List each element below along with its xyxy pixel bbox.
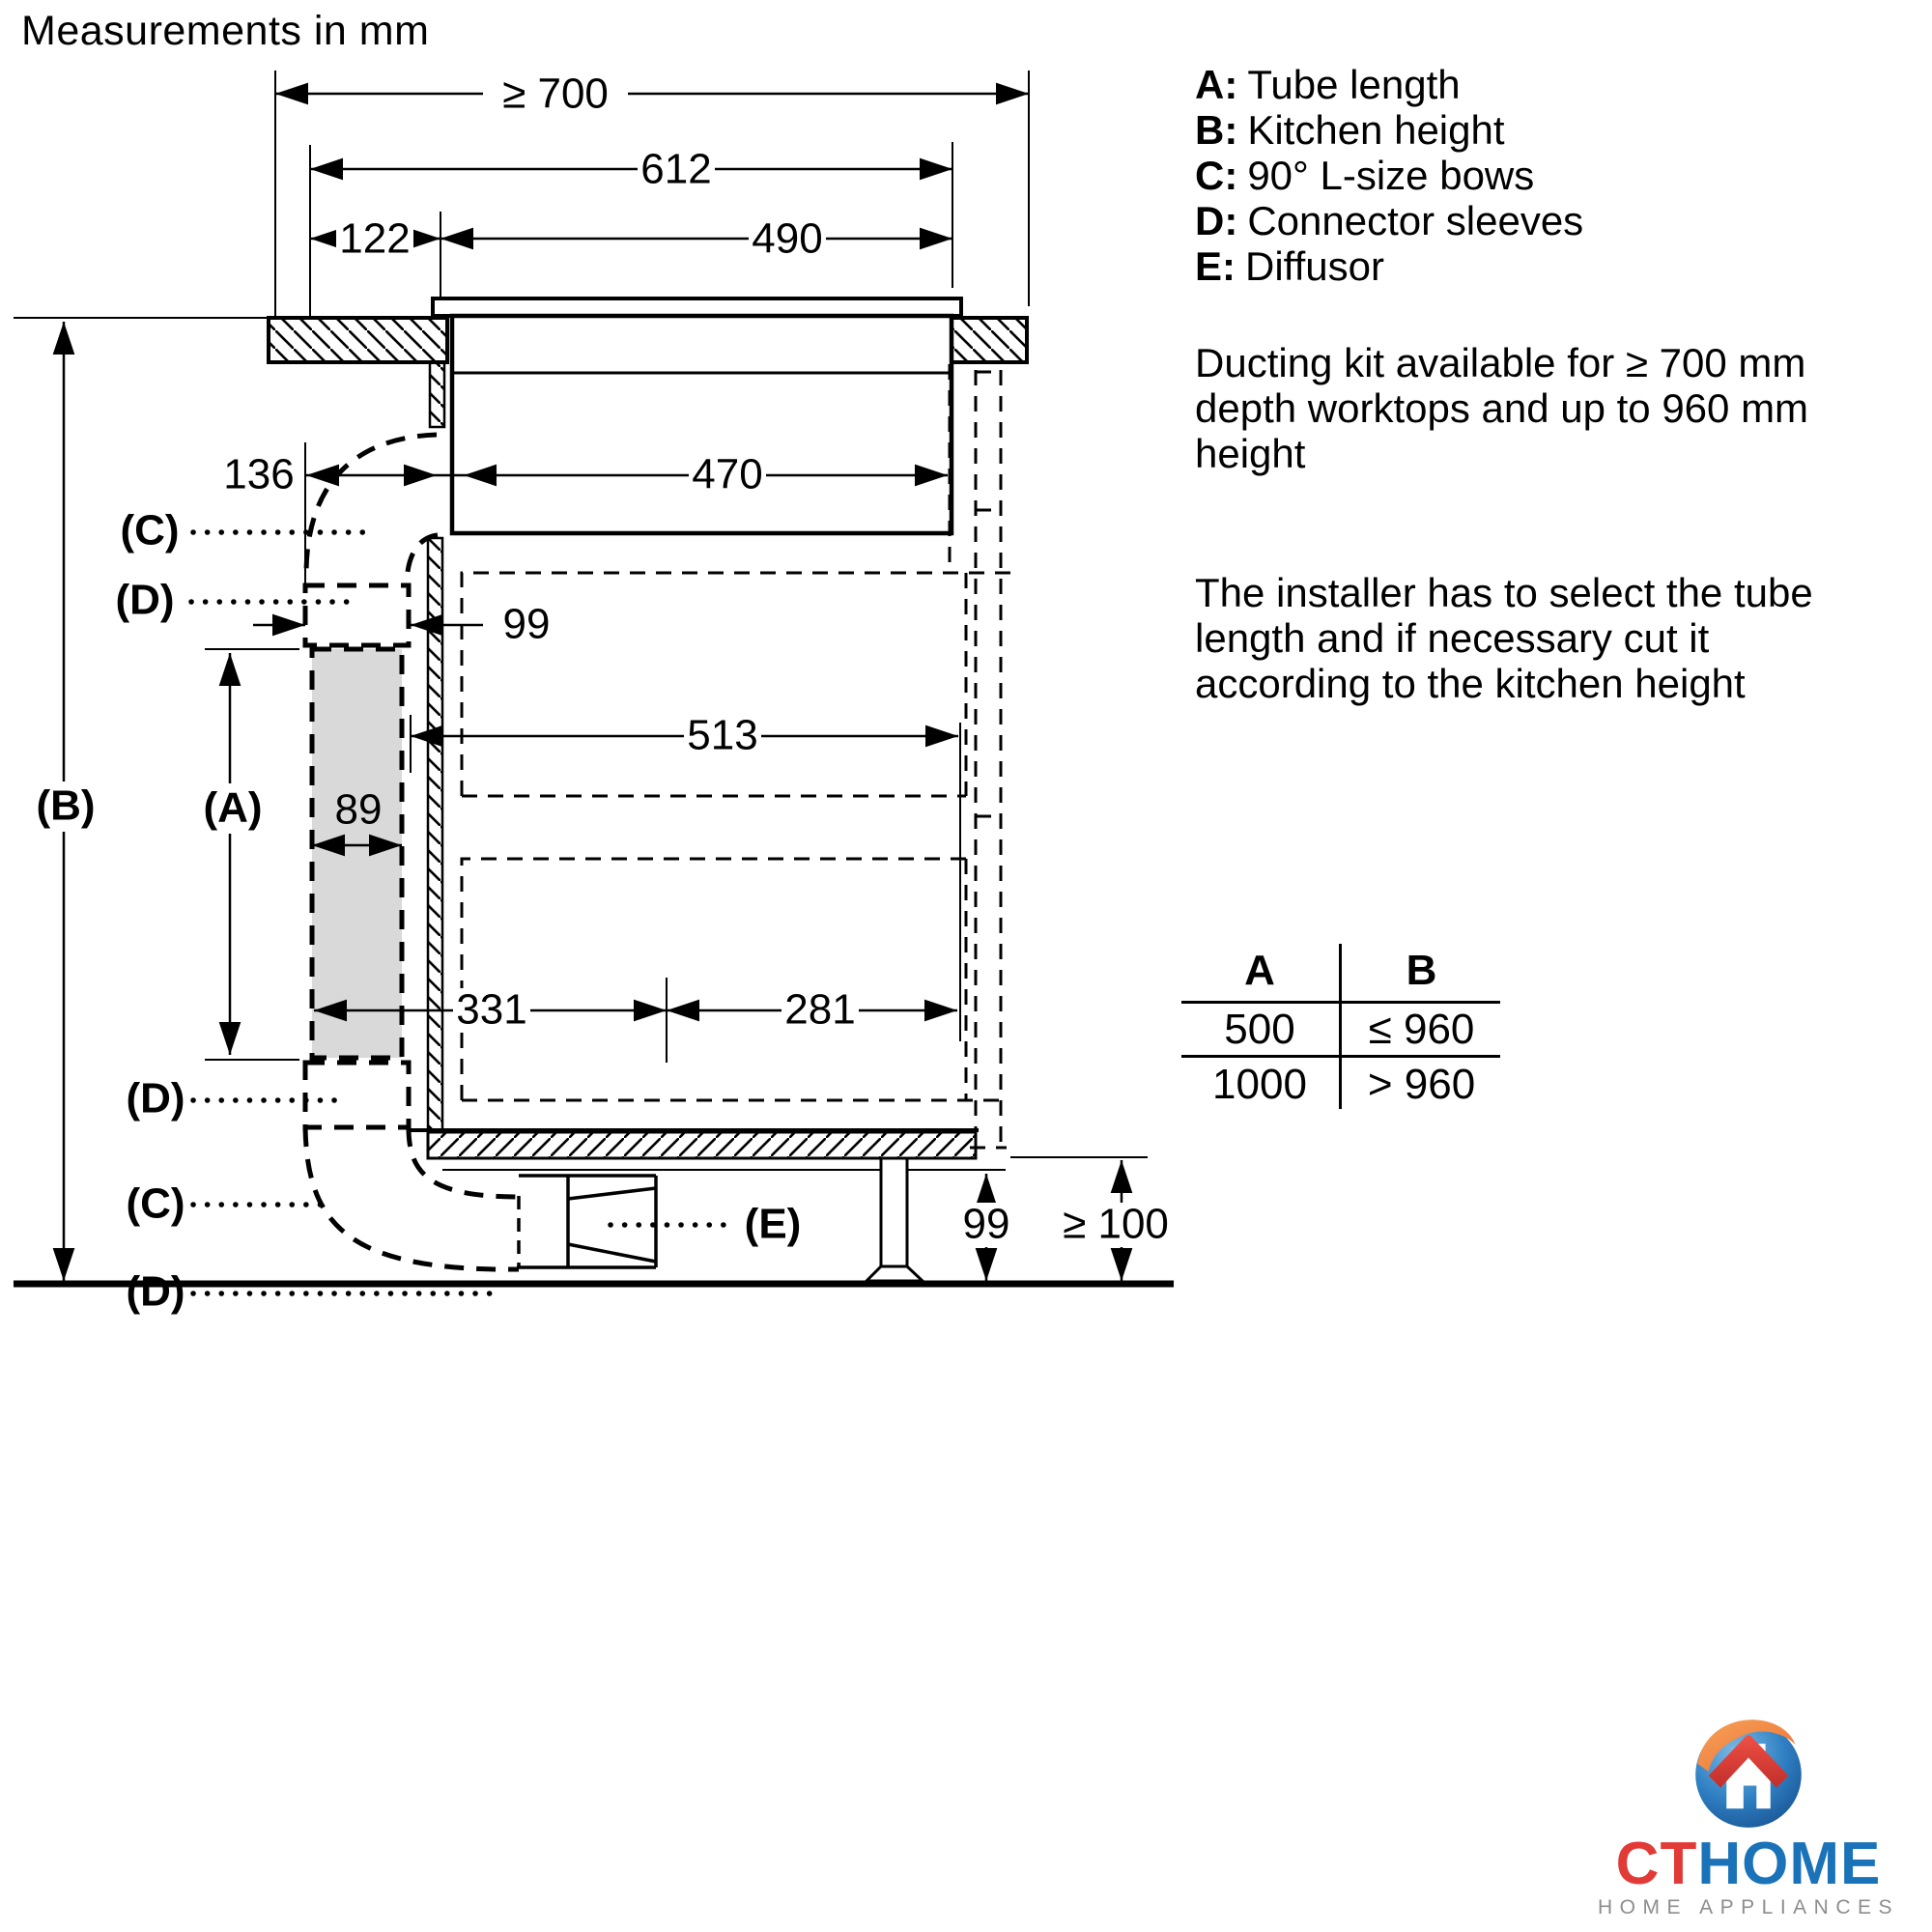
note-line: The installer has to select the tube [1195,570,1813,615]
note-availability: Ducting kit available for ≥ 700 mm depth… [1195,340,1808,476]
dim-text-136: 136 [223,451,294,498]
tube [309,646,405,1061]
dim-text-612: 612 [640,146,711,193]
legend-label: Diffusor [1245,243,1384,289]
cutout-edge-panel [428,360,446,429]
lower-clearance-box [460,857,966,1100]
diffusor-vane-upper [567,1186,657,1201]
extension-lines [14,71,1148,1171]
lower-connector-sleeve [302,1060,412,1130]
logo-swoosh [1697,1719,1796,1773]
hob-housing [449,313,954,536]
diffusor-vane-lower [567,1242,657,1264]
logo-brand: CTHOME [1565,1834,1932,1894]
cabinet-leg [863,1156,926,1283]
diffusor [517,1174,658,1269]
dimension-texts: ≥ 700 612 122 490 136 470 99 513 89 331 … [223,71,1169,1248]
legend-key: A: [1195,62,1238,107]
dimension-text-gaps [32,71,1182,1247]
legend-key: E: [1195,243,1236,289]
table-rule [1181,1055,1500,1058]
part-labels: (A) (B) (C) (D) (D) (C) (D) (E) [36,507,801,1316]
dim-text-99: 99 [503,601,551,648]
table-header-b: B [1406,947,1437,994]
legend-item-b: B:Kitchen height [1195,107,1583,153]
table-divider [1339,944,1342,1109]
table-cell: > 960 [1367,1061,1476,1108]
note-line: height [1195,431,1306,476]
logo-roof [1708,1735,1789,1788]
label-A: (A) [203,784,262,832]
label-D-lower: (D) [126,1268,185,1316]
legend-item-c: C:90° L-size bows [1195,153,1583,198]
dim-text-331: 331 [456,986,526,1034]
logo-brand-ct: CT [1615,1831,1698,1897]
upper-bow-inner [404,532,439,584]
lower-bow-outer [302,1126,520,1272]
note-line: according to the kitchen height [1195,661,1746,706]
legend-key: B: [1195,107,1238,153]
hob [431,297,963,536]
upper-connector-sleeve [302,582,412,648]
upper-bow-outer [303,432,438,576]
dim-text-122: 122 [339,215,410,263]
dim-text-89: 89 [335,786,383,834]
worktop-left-block [267,316,449,364]
legend-label: Kitchen height [1247,107,1505,153]
note-installer: The installer has to select the tube len… [1195,570,1813,706]
leg-stem [879,1156,909,1268]
dim-text-490: 490 [752,215,822,263]
label-C-lower: (C) [126,1180,185,1228]
duct-clearance-boxes [460,364,1019,1102]
leg-foot [863,1264,926,1283]
note-line: Ducting kit available for ≥ 700 mm [1195,340,1806,385]
hob-top-plate [431,297,963,318]
legend-key: D: [1195,198,1238,243]
logo-brand-home: HOME [1697,1831,1882,1897]
label-D-middle: (D) [126,1075,185,1122]
rear-duct-run [970,370,1007,1150]
note-line: depth worktops and up to 960 mm [1195,385,1809,431]
note-line: length and if necessary cut it [1195,615,1710,661]
cthome-logo: CTHOME HOME APPLIANCES [1565,1712,1932,1919]
dim-text-99-vertical: 99 [963,1201,1010,1248]
dim-text-700: ≥ 700 [502,71,609,118]
lower-bow-inner [406,1126,520,1200]
legend-item-d: D:Connector sleeves [1195,198,1583,243]
cthome-logo-icon [1695,1719,1802,1828]
table-header-a: A [1244,947,1275,994]
legend-key: C: [1195,153,1238,198]
label-D-upper: (D) [115,577,174,624]
legend-item-a: A:Tube length [1195,62,1583,107]
label-C-upper: (C) [120,507,179,554]
label-B: (B) [36,782,95,830]
label-E: (E) [745,1201,802,1248]
leader-lines [188,529,734,1296]
worktop-right-block [950,316,1029,364]
cabinet-bottom-panel [426,1130,978,1160]
dim-text-513: 513 [687,712,757,759]
worktop [267,316,1029,364]
legend: A:Tube length B:Kitchen height C:90° L-s… [1195,62,1583,289]
legend-item-e: E:Diffusor [1195,243,1583,289]
page-title: Measurements in mm [21,8,430,54]
logo-tagline: HOME APPLIANCES [1597,1896,1900,1918]
table-cell: 500 [1224,1006,1295,1053]
cabinet-side-panel [426,536,444,1133]
table-rule [1181,1001,1500,1004]
dim-text-281: 281 [784,986,855,1034]
upper-clearance-box [460,571,1019,796]
dim-text-100: ≥ 100 [1063,1201,1169,1248]
legend-label: 90° L-size bows [1247,153,1535,198]
legend-label: Tube length [1247,62,1461,107]
legend-label: Connector sleeves [1247,198,1584,243]
table-cell: 1000 [1212,1061,1307,1108]
table-cell: ≤ 960 [1368,1006,1475,1053]
dim-text-470: 470 [692,451,762,498]
dimension-lines [52,82,1133,1281]
